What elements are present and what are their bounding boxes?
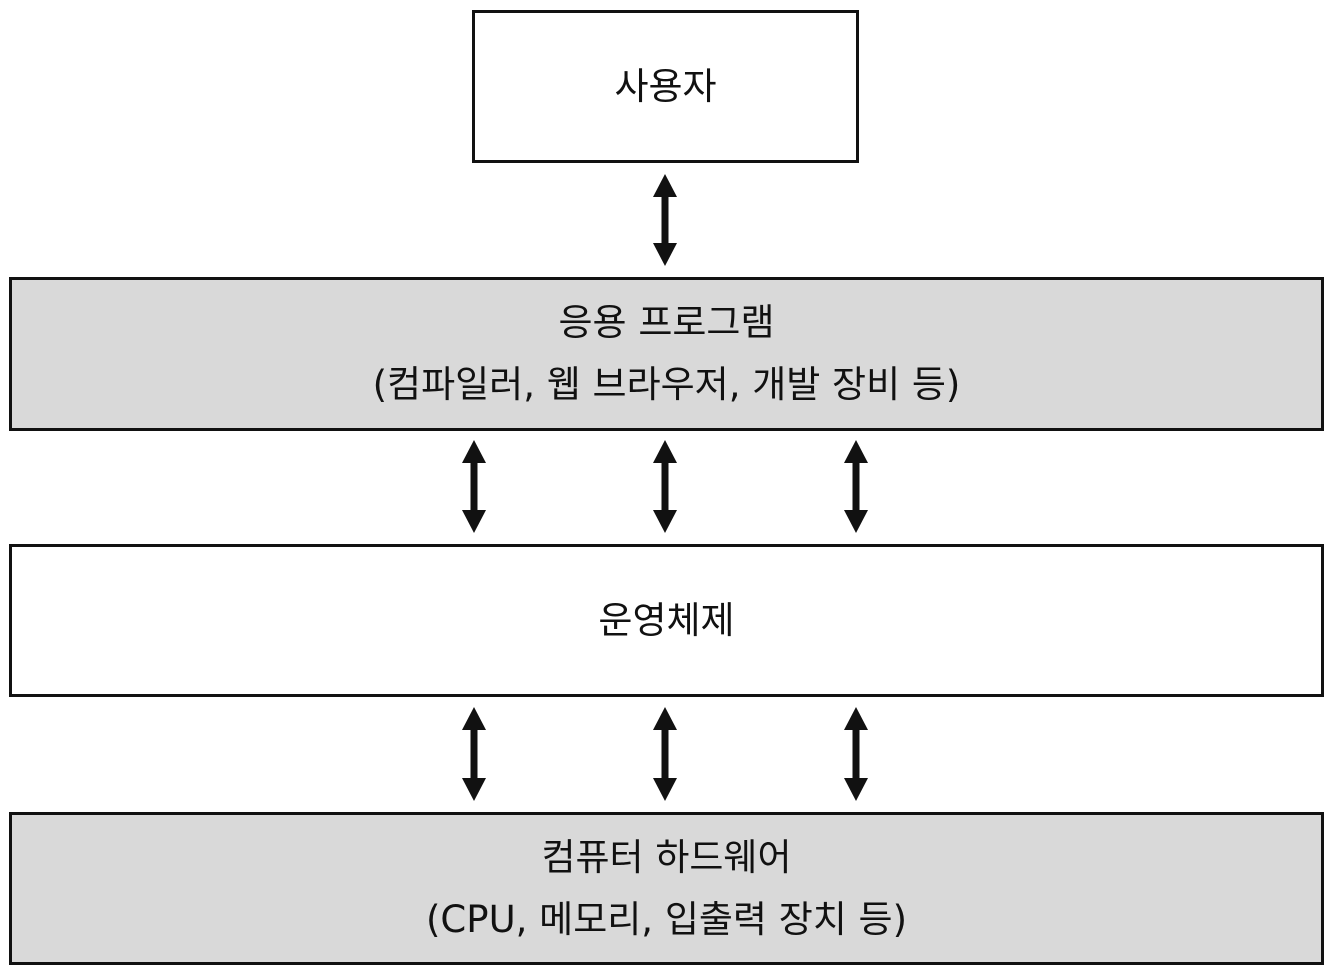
user-box: 사용자 (472, 10, 859, 163)
hardware-label: 컴퓨터 하드웨어 (541, 835, 792, 879)
hardware-box: 컴퓨터 하드웨어 (CPU, 메모리, 입출력 장치 등) (9, 812, 1324, 965)
arrow-os-hardware-center (653, 707, 677, 801)
os-box: 운영체제 (9, 544, 1324, 697)
application-box: 응용 프로그램 (컴파일러, 웹 브라우저, 개발 장비 등) (9, 277, 1324, 431)
application-label: 응용 프로그램 (558, 301, 775, 344)
arrow-application-os-center (653, 440, 677, 533)
user-label: 사용자 (614, 64, 717, 108)
arrow-application-os-left (462, 440, 486, 533)
hardware-detail: (CPU, 메모리, 입출력 장치 등) (425, 897, 908, 941)
os-label: 운영체제 (598, 598, 735, 642)
arrow-os-hardware-left (462, 707, 486, 801)
arrow-application-os-right (844, 440, 868, 533)
arrow-user-application (653, 174, 677, 266)
application-detail: (컴파일러, 웹 브라우저, 개발 장비 등) (372, 363, 961, 406)
arrow-os-hardware-right (844, 707, 868, 801)
